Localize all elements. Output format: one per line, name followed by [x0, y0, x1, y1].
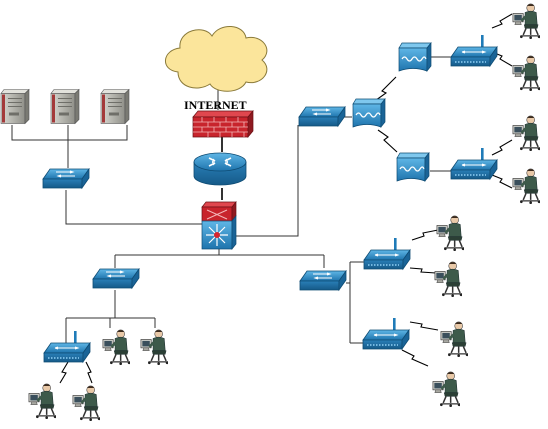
- wan-modem-icon[interactable]: [352, 98, 386, 128]
- server-icon[interactable]: [100, 88, 130, 125]
- wireless-link-1: [491, 13, 513, 29]
- workstation-user-icon[interactable]: [140, 328, 169, 366]
- wireless-access-point-icon[interactable]: [43, 330, 91, 363]
- wireless-link-8: [401, 349, 429, 367]
- wan-switch-icon[interactable]: [298, 106, 346, 127]
- internet-cloud-icon: [165, 26, 268, 92]
- server-switch-icon[interactable]: [42, 168, 90, 189]
- server-icon[interactable]: [0, 88, 30, 125]
- link-core-distribution: [114, 248, 325, 268]
- wireless-access-point-icon[interactable]: [450, 147, 498, 180]
- wireless-link-4: [491, 174, 513, 189]
- firewall-icon[interactable]: [192, 110, 254, 138]
- multilayer-switch-icon[interactable]: [201, 201, 237, 250]
- wireless-link-5: [411, 229, 439, 241]
- workstation-user-icon[interactable]: [440, 320, 469, 358]
- link-server-bus: [11, 125, 128, 141]
- wireless-access-point-icon[interactable]: [362, 317, 410, 350]
- wireless-link-9: [59, 361, 69, 384]
- serial-link-top: [371, 76, 397, 104]
- workstation-user-icon[interactable]: [512, 2, 541, 40]
- serial-link-bottom: [377, 129, 398, 153]
- router-icon[interactable]: [193, 152, 247, 186]
- link-core-wan-switch: [236, 125, 299, 237]
- left-distribution-switch-icon[interactable]: [92, 268, 140, 289]
- internet-label: INTERNET: [184, 98, 247, 112]
- wireless-access-point-icon[interactable]: [450, 34, 498, 67]
- wireless-access-point-icon[interactable]: [363, 237, 411, 270]
- wan-modem-icon[interactable]: [396, 152, 430, 182]
- workstation-user-icon[interactable]: [28, 382, 57, 420]
- link-left-distribution-bus: [65, 290, 156, 345]
- wireless-link-10: [85, 361, 93, 384]
- link-server-switch-core: [65, 190, 202, 225]
- workstation-user-icon[interactable]: [436, 214, 465, 252]
- wireless-link-7: [409, 321, 439, 331]
- workstation-user-icon[interactable]: [72, 384, 101, 422]
- right-distribution-switch-icon[interactable]: [299, 270, 347, 291]
- workstation-user-icon[interactable]: [512, 167, 541, 205]
- wireless-link-6: [409, 267, 437, 274]
- server-icon[interactable]: [50, 88, 80, 125]
- workstation-user-icon[interactable]: [102, 328, 131, 366]
- workstation-user-icon[interactable]: [512, 114, 541, 152]
- workstation-user-icon[interactable]: [432, 370, 461, 408]
- link-right-distribution-aps: [346, 261, 365, 344]
- wan-modem-icon[interactable]: [398, 42, 432, 72]
- workstation-user-icon[interactable]: [434, 260, 463, 298]
- workstation-user-icon[interactable]: [512, 54, 541, 92]
- wireless-links: [59, 13, 513, 384]
- wireless-link-3: [491, 139, 513, 156]
